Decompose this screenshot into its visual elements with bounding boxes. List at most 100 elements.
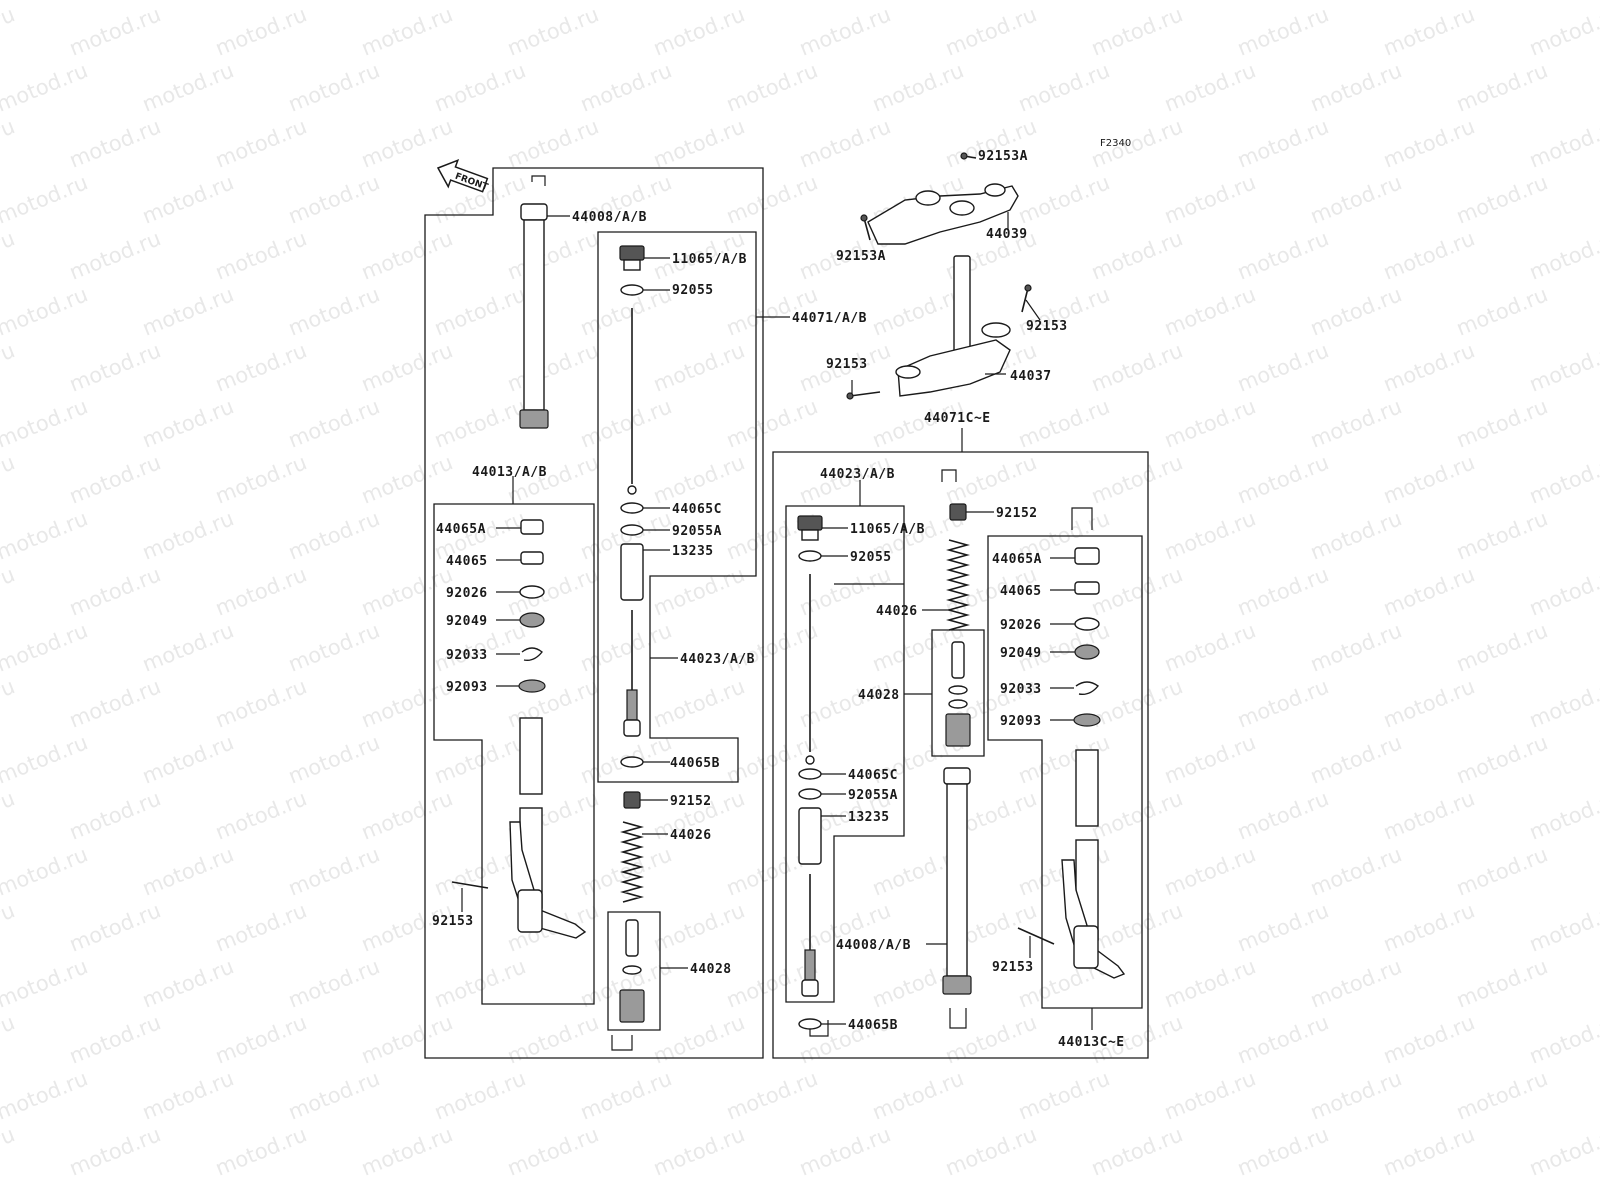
part-44065A-right	[1050, 547, 1100, 565]
label-13235-right: 13235	[848, 810, 890, 825]
watermark-text: motod.ru	[285, 842, 383, 900]
part-44065B-left	[620, 756, 670, 768]
label-44065A-right: 44065A	[992, 552, 1042, 567]
watermark-text: motod.ru	[0, 898, 18, 956]
label-92055-right: 92055	[850, 550, 892, 565]
watermark-text: motod.ru	[1088, 226, 1186, 284]
part-44028-left	[619, 919, 645, 1023]
part-44023-left	[623, 610, 641, 737]
part-92153-right-axle	[1017, 927, 1055, 958]
watermark-text: motod.ru	[1307, 58, 1405, 116]
triple-clamps	[846, 152, 1041, 400]
part-labels: 44008/A/B 11065/A/B 92055 44071/A/B 4406…	[432, 149, 1124, 1050]
label-92153A-top: 92153A	[978, 149, 1028, 164]
watermark-text: motod.ru	[285, 394, 383, 452]
label-92152-left: 92152	[670, 794, 712, 809]
watermark-text: motod.ru	[577, 618, 675, 676]
watermark-text: motod.ru	[66, 2, 164, 60]
watermark-text: motod.ru	[212, 562, 310, 620]
watermark-text: motod.ru	[1380, 2, 1478, 60]
watermark-text: motod.ru	[650, 898, 748, 956]
label-44065-right: 44065	[1000, 584, 1042, 599]
watermark-text: motod.ru	[1161, 282, 1259, 340]
figure-code: F2340	[1100, 138, 1131, 149]
label-44026-right: 44026	[876, 604, 918, 619]
label-92026-right: 92026	[1000, 618, 1042, 633]
part-44065B-right	[798, 1018, 846, 1030]
watermark-text: motod.ru	[66, 786, 164, 844]
watermark-text: motod.ru	[66, 114, 164, 172]
part-92055A-left	[620, 524, 670, 536]
watermark-text: motod.ru	[1526, 674, 1600, 732]
label-44026-left: 44026	[670, 828, 712, 843]
watermark-text: motod.ru	[723, 58, 821, 116]
watermark-text: motod.ru	[1161, 170, 1259, 228]
part-92093-right	[1050, 713, 1101, 727]
label-44013: 44013/A/B	[472, 465, 547, 480]
watermark-text: motod.ru	[1234, 786, 1332, 844]
label-11065-left: 11065/A/B	[672, 252, 747, 267]
part-44037	[895, 255, 1011, 397]
label-92153-left: 92153	[432, 914, 474, 929]
label-92153A-side: 92153A	[836, 249, 886, 264]
watermark-text: motod.ru	[577, 1066, 675, 1124]
label-92026-left: 92026	[446, 586, 488, 601]
watermark-text: motod.ru	[1380, 1010, 1478, 1068]
watermark-text: motod.ru	[1307, 394, 1405, 452]
watermark-text: motod.ru	[1380, 562, 1478, 620]
watermark-text: motod.ru	[139, 954, 237, 1012]
watermark-text: motod.ru	[1526, 2, 1600, 60]
watermark-text: motod.ru	[0, 450, 18, 508]
label-44065B-right: 44065B	[848, 1018, 898, 1033]
label-92153-stem-right: 92153	[1026, 319, 1068, 334]
watermark-text: motod.ru	[1015, 394, 1113, 452]
part-11065-right	[797, 515, 848, 541]
watermark-text: motod.ru	[1526, 114, 1600, 172]
part-92026-right	[1050, 617, 1100, 631]
watermark-text: motod.ru	[1526, 450, 1600, 508]
right-assembly-frames	[772, 428, 1149, 1059]
label-92049-right: 92049	[1000, 646, 1042, 661]
part-44065C-right	[798, 768, 846, 780]
part-44065C-left	[620, 502, 670, 514]
label-92152-right: 92152	[996, 506, 1038, 521]
label-92055A-left: 92055A	[672, 524, 722, 539]
watermark-text: motod.ru	[1234, 226, 1332, 284]
watermark-text: motod.ru	[869, 282, 967, 340]
part-92153-stem-right	[1021, 284, 1041, 321]
watermark-text: motod.ru	[139, 282, 237, 340]
part-44065A-left	[496, 519, 544, 535]
watermark-text: motod.ru	[139, 1066, 237, 1124]
watermark-text: motod.ru	[942, 450, 1040, 508]
watermark-text: motod.ru	[796, 1122, 894, 1180]
watermark-text: motod.ru	[1526, 338, 1600, 396]
watermark-text: motod.ru	[1234, 114, 1332, 172]
watermark-text: motod.ru	[1234, 450, 1332, 508]
watermark-text: motod.ru	[212, 786, 310, 844]
watermark-text: motod.ru	[1161, 506, 1259, 564]
watermark-text: motod.ru	[139, 842, 237, 900]
label-44023-left: 44023/A/B	[680, 652, 755, 667]
part-92153-stem-left	[846, 380, 881, 400]
watermark-text: motod.ru	[1380, 898, 1478, 956]
watermark-text: motod.ru	[285, 618, 383, 676]
watermark-text: motod.ru	[650, 338, 748, 396]
watermark-text: motod.ru	[0, 1010, 18, 1068]
part-92033-left	[496, 647, 543, 662]
watermark-text: motod.ru	[139, 170, 237, 228]
watermark-text: motod.ru	[1380, 226, 1478, 284]
label-44065B-left: 44065B	[670, 756, 720, 771]
watermark-text: motod.ru	[1234, 338, 1332, 396]
watermark-text: motod.ru	[1380, 338, 1478, 396]
part-44008-right	[926, 767, 972, 1029]
watermark-text: motod.ru	[431, 58, 529, 116]
watermark-text: motod.ru	[723, 1066, 821, 1124]
watermark-text: motod.ru	[869, 1066, 967, 1124]
watermark-text: motod.ru	[577, 394, 675, 452]
part-92055-left	[620, 284, 670, 296]
part-44023-right	[801, 874, 819, 997]
watermark-text: motod.ru	[66, 1122, 164, 1180]
watermark-text: motod.ru	[723, 170, 821, 228]
watermark-text: motod.ru	[0, 674, 18, 732]
